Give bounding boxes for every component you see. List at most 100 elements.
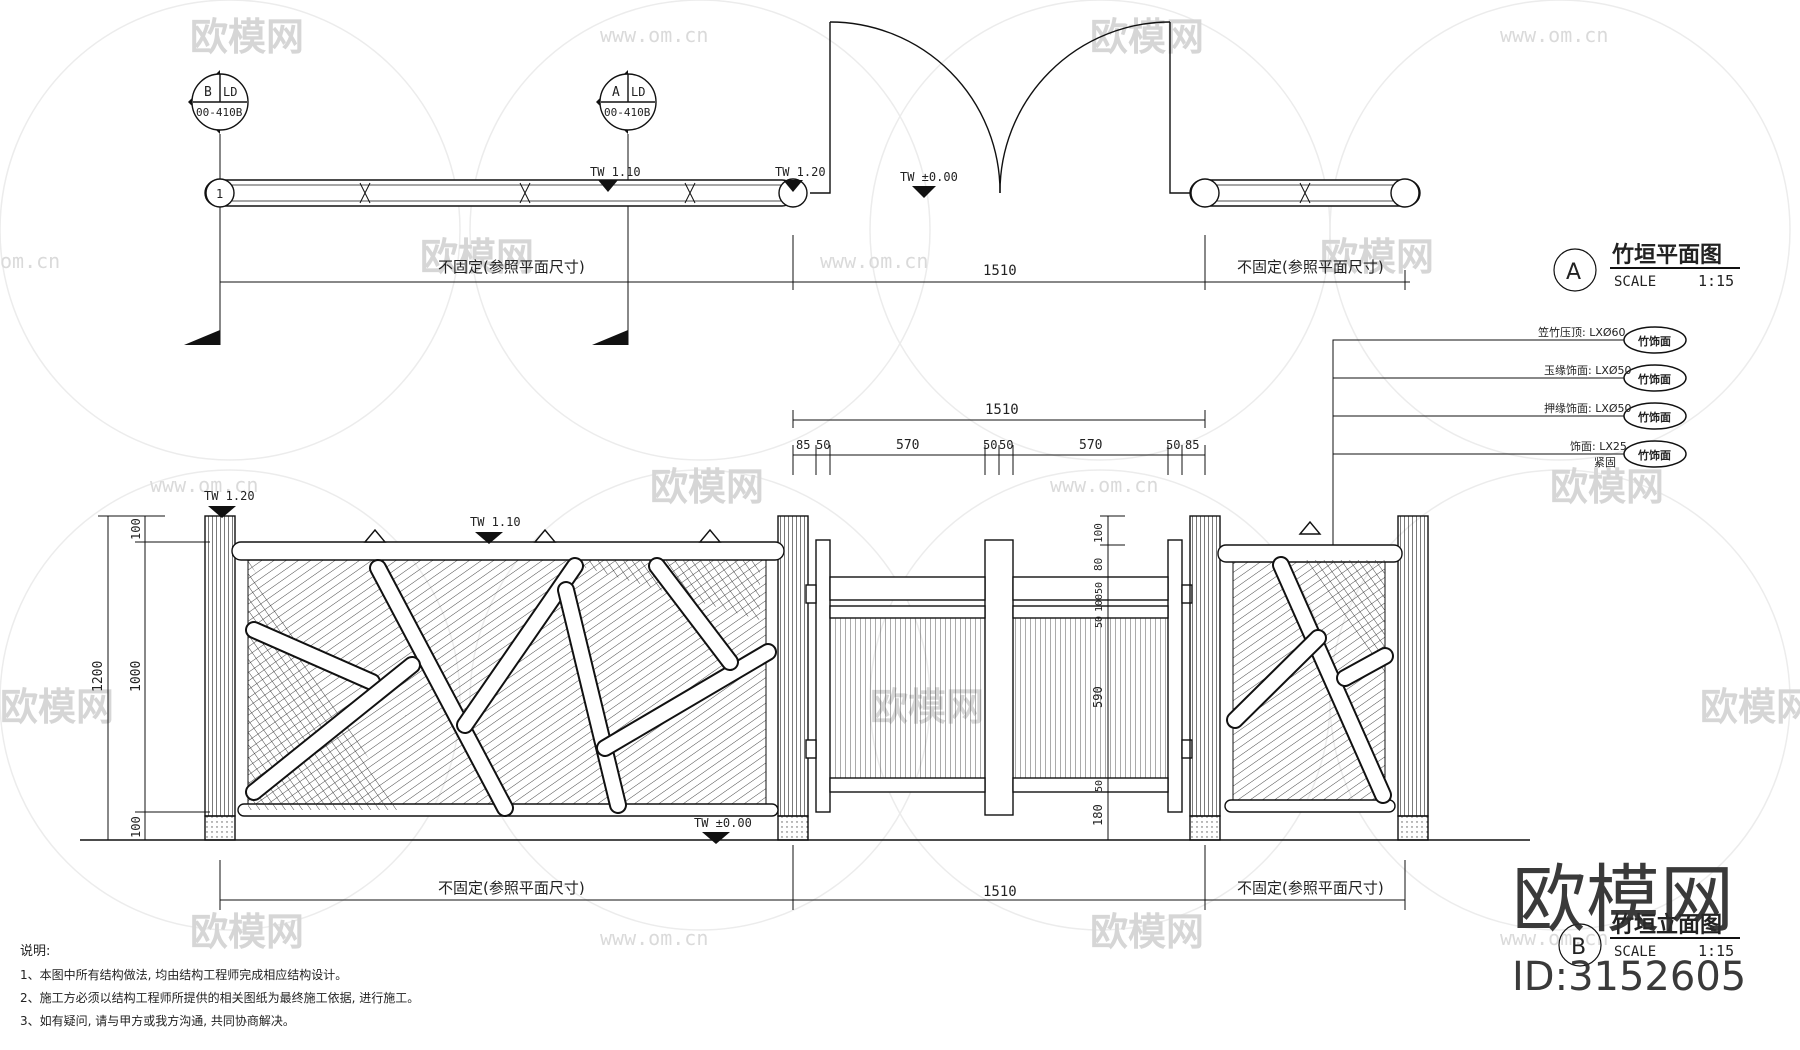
gate-dim-80: 80 [1092,558,1105,571]
watermark-brand: 欧模网 [420,235,534,279]
elev-dim-85a: 85 [796,438,810,452]
left-dim-1200: 1200 [91,661,106,692]
elevation-scale-label: SCALE [1614,944,1656,960]
watermark-url: www.om.cn [1050,473,1158,497]
elevation-title: 竹垣立面图 [1611,912,1722,938]
watermark-brand: 欧模网 [190,15,304,59]
callout-text-4: 饰面: LX25 [1570,439,1627,453]
elev-dim-570a: 570 [896,438,919,453]
section-b-letter: B [204,85,212,100]
plan-marker: A [1566,260,1581,285]
plan-dim-left: 不固定(参照平面尺寸) [438,258,585,276]
elev-level-3: TW ±0.00 [694,816,752,830]
plan-view [184,21,1421,345]
watermark-url: www.om.cn [820,249,928,273]
plan-labels: B LD 00-410B A LD 00-410B 1 TW 1.10 TW 1… [196,85,1740,292]
elevation-view [80,506,1530,844]
left-fence-panel [204,515,809,841]
callout-labels: 笠竹压顶: LXØ60 竹饰面 玉缘饰面: LXØ50 竹饰面 押缘饰面: LX… [1538,325,1671,469]
watermark-url: www.om.cn [1500,23,1608,47]
plan-level-1: TW 1.10 [590,165,641,179]
watermark-url: www.om.cn [1500,926,1608,950]
callout-text-2: 玉缘饰面: LXØ50 [1544,363,1632,377]
elevation-title-block: B 竹垣立面图 SCALE 1:15 [1558,912,1740,967]
callout-tag-3: 竹饰面 [1637,410,1671,424]
elev-dim-50d: 50 [1166,438,1180,452]
gate-elevation [805,539,1193,816]
right-fence-panel [1189,515,1429,841]
left-dim-1000: 1000 [129,661,144,692]
notes-heading: 说明: [20,944,50,959]
elevation-labels: TW 1.20 TW 1.10 TW ±0.00 1510 85 50 570 … [91,402,1740,967]
elevation-marker: B [1571,935,1586,960]
gate-dim-180: 180 [1091,804,1105,826]
gate-dim-50a: 50 [1094,582,1105,594]
watermark-logo: 欧模网 [1512,857,1734,943]
plan-title: 竹垣平面图 [1611,242,1722,268]
elev-dim-570b: 570 [1079,438,1102,453]
watermark-brand: 欧模网 [1090,910,1204,954]
gate-dim-50b: 50 [1094,616,1105,628]
section-a-code: LD [631,85,645,99]
watermark-url: www.om.cn [150,473,258,497]
plan-title-block: A 竹垣平面图 SCALE 1:15 [1553,242,1740,292]
section-marker-b [184,70,249,345]
plan-dim-right: 不固定(参照平面尺寸) [1237,258,1384,276]
elev-bottom-dim-left: 不固定(参照平面尺寸) [438,879,585,897]
elevation-dimensions [98,410,1406,910]
callout-tag-4: 竹饰面 [1637,448,1671,462]
elevation-scale: 1:15 [1698,942,1734,960]
watermark-brand: 欧模网 [650,465,764,509]
plan-level-2: TW 1.20 [775,165,826,179]
elev-dim-50b: 50 [983,438,997,452]
callout-sub-4: 紧固 [1594,456,1616,469]
post-label: 1 [216,187,223,201]
watermark-url: om.cn [0,249,60,273]
elev-dim-total: 1510 [985,402,1019,418]
callout-tag-2: 竹饰面 [1637,372,1671,386]
watermark-brand: 欧模网 [190,910,304,954]
gate-dim-50c: 50 [1094,780,1105,792]
elev-bottom-dim-right: 不固定(参照平面尺寸) [1237,879,1384,897]
note-2: 2、施工方必须以结构工程师所提供的相关图纸为最终施工依据, 进行施工。 [20,990,419,1005]
watermark-brand: 欧模网 [1700,685,1800,729]
general-notes: 说明: 1、本图中所有结构做法, 均由结构工程师完成相应结构设计。 2、施工方必… [20,944,419,1028]
plan-rail-right [1189,178,1421,208]
watermark-brand: 欧模网 [1090,15,1204,59]
gate-dim-590: 590 [1091,686,1105,708]
section-b-code: LD [223,85,237,99]
callout-text-1: 笠竹压顶: LXØ60 [1538,325,1626,339]
section-a-sheet: 00-410B [604,106,651,119]
gate-dim-100b: 100 [1094,594,1105,612]
note-3: 3、如有疑问, 请与甲方或我方沟通, 共同协商解决。 [20,1013,295,1028]
plan-scale: 1:15 [1698,272,1734,290]
left-dim-100-top: 100 [129,518,143,540]
callout-leaders [1332,326,1687,545]
elev-level-1: TW 1.20 [204,489,255,503]
foreground-watermark: 欧模网 ID:3152605 [1512,857,1746,1000]
watermark-brand: 欧模网 [1550,465,1664,509]
gate-dim-100: 100 [1092,523,1105,543]
callout-text-3: 押缘饰面: LXØ50 [1544,401,1632,415]
section-a-letter: A [612,85,620,100]
left-dim-100-bottom: 100 [129,816,143,838]
plan-dim-center: 1510 [983,263,1017,279]
watermark-id: ID:3152605 [1512,954,1746,1000]
elev-level-2: TW 1.10 [470,515,521,529]
elev-dim-50c: 50 [999,438,1013,452]
plan-rail-left [204,178,808,208]
callout-tag-1: 竹饰面 [1637,334,1671,348]
section-marker-a [592,70,657,345]
elev-bottom-dim-center: 1510 [983,884,1017,900]
plan-scale-label: SCALE [1614,274,1656,290]
watermark-brand: 欧模网 [1320,235,1434,279]
note-1: 1、本图中所有结构做法, 均由结构工程师完成相应结构设计。 [20,967,347,982]
plan-level-3: TW ±0.00 [900,170,958,184]
watermark-brand: 欧模网 [0,685,114,729]
plan-gate-swing [810,21,1190,194]
plan-dimension [219,235,1410,290]
elev-dim-85b: 85 [1185,438,1199,452]
watermark-url: www.om.cn [600,926,708,950]
section-b-sheet: 00-410B [196,106,243,119]
